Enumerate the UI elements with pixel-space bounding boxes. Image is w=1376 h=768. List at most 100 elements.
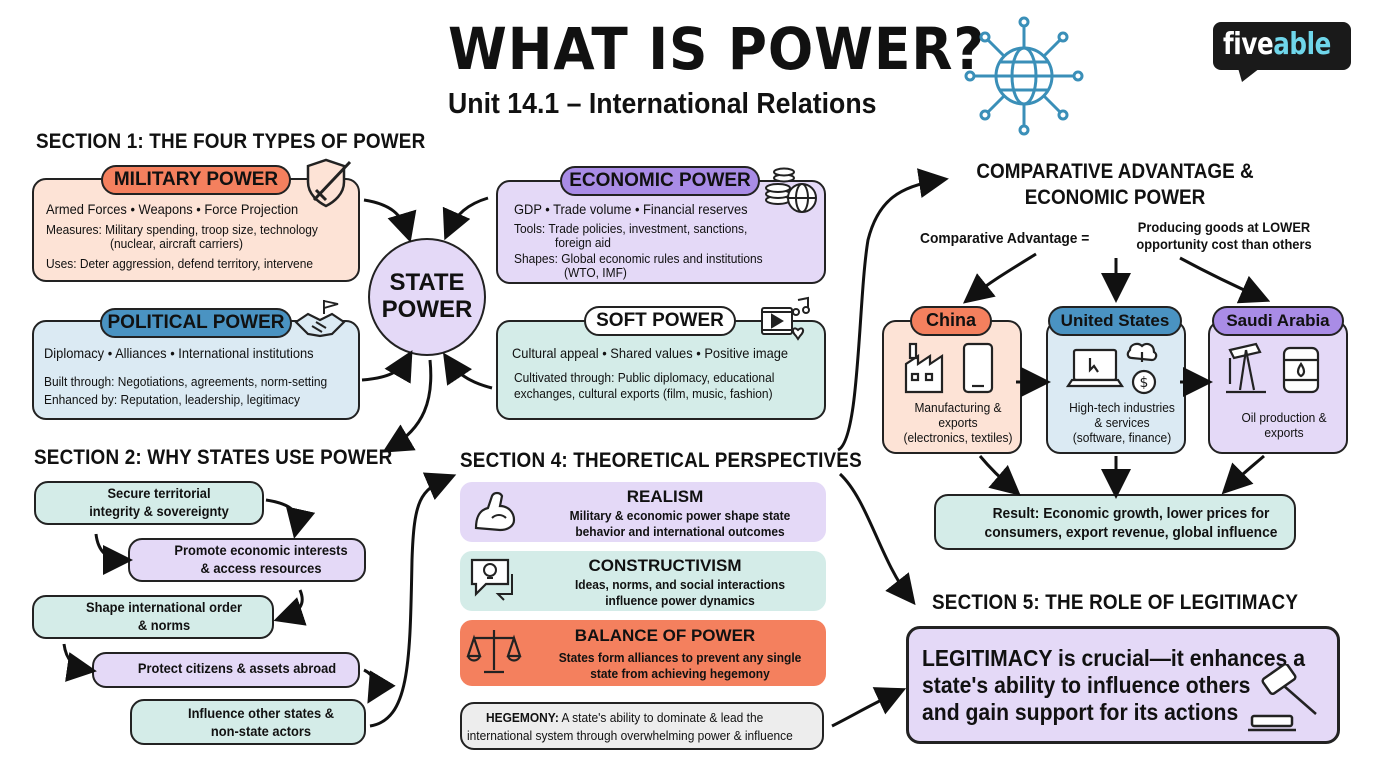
economic-shapes-a: Shapes: Global economic rules and instit… [514, 251, 763, 266]
comparative-def-b: opportunity cost than others [1136, 236, 1312, 252]
logo-text-five: five [1223, 27, 1274, 62]
logo-text-able: able [1273, 27, 1331, 62]
political-power-title: POLITICAL POWER [100, 308, 292, 338]
reason-item-4-a: Protect citizens & assets abroad [137, 660, 337, 676]
political-line1: Diplomacy • Alliances • International in… [44, 345, 314, 361]
economic-shapes-b: (WTO, IMF) [564, 265, 627, 280]
page-subtitle: Unit 14.1 – International Relations [448, 88, 877, 120]
soft-power-card [496, 320, 826, 420]
china-card [882, 320, 1022, 454]
fiveable-logo: fiveable [1213, 22, 1351, 70]
hegemony-label: HEGEMONY: [486, 710, 559, 725]
state-power-line2: POWER [381, 296, 473, 323]
result-a: Result: Economic growth, lower prices fo… [992, 505, 1270, 522]
film-music-heart-icon [761, 296, 810, 341]
reason-item-4 [92, 652, 360, 688]
realism-a: Military & economic power shape state [569, 508, 791, 523]
section4-title: SECTION 4: THEORETICAL PERSPECTIVES [460, 449, 862, 472]
balance-title: BALANCE OF POWER [574, 626, 756, 645]
reason-item-2 [128, 538, 366, 582]
state-power-circle [368, 238, 486, 356]
constructivism-card [460, 551, 826, 611]
handshake-flag-icon [294, 299, 346, 338]
china-title: China [910, 306, 992, 336]
network-globe-icon [964, 16, 1084, 136]
section2-title: SECTION 2: WHY STATES USE POWER [34, 446, 393, 469]
china-c: (electronics, textiles) [903, 430, 1013, 445]
china-a: Manufacturing & [914, 400, 1002, 415]
reason-item-3 [32, 595, 274, 639]
oil-pump-barrel-icon [1226, 342, 1320, 394]
saudi-arabia-card [1208, 320, 1348, 454]
reason-item-5-b: non-state actors [210, 723, 312, 739]
united-states-b: & services [1094, 415, 1150, 430]
constructivism-a: Ideas, norms, and social interactions [574, 577, 786, 592]
reason-item-1-a: Secure territorial [107, 485, 211, 501]
reason-item-5 [130, 699, 366, 745]
military-measures-b: (nuclear, aircraft carriers) [110, 236, 243, 251]
section1-title: SECTION 1: THE FOUR TYPES OF POWER [36, 130, 426, 153]
reason-item-5-a: Influence other states & [187, 705, 334, 721]
united-states-title: United States [1048, 306, 1182, 336]
military-line1: Armed Forces • Weapons • Force Projectio… [46, 201, 299, 217]
constructivism-b: influence power dynamics [605, 593, 755, 608]
reason-item-1-b: integrity & sovereignty [89, 503, 229, 519]
political-built: Built through: Negotiations, agreements,… [44, 374, 328, 389]
military-power-title: MILITARY POWER [101, 165, 291, 195]
comparative-def-a: Producing goods at LOWER [1137, 219, 1311, 235]
balance-b: state from achieving hegemony [590, 666, 770, 681]
logo-tail-icon [1238, 68, 1260, 82]
reason-item-3-b: & norms [137, 617, 191, 633]
reason-item-2-a: Promote economic interests [174, 542, 348, 558]
flexed-arm-icon [474, 491, 516, 532]
section3-title-b: ECONOMIC POWER [1024, 186, 1206, 209]
economic-tools-a: Tools: Trade policies, investment, sanct… [514, 221, 748, 236]
china-b: exports [938, 415, 978, 430]
saudi-arabia-title: Saudi Arabia [1212, 306, 1344, 336]
soft-line1: Cultural appeal • Shared values • Positi… [512, 345, 789, 361]
lightbulb-speech-icon [470, 558, 513, 601]
economic-tools-b: foreign aid [555, 235, 611, 250]
hegemony-a: A state's ability to dominate & lead the [558, 710, 764, 725]
hegemony-line1: HEGEMONY: A state's ability to dominate … [486, 710, 763, 725]
factory-phone-icon [904, 342, 994, 394]
hegemony-card [460, 702, 824, 750]
reason-item-1 [34, 481, 264, 525]
realism-card [460, 482, 826, 542]
saudi-arabia-a: Oil production & [1241, 410, 1327, 425]
constructivism-title: CONSTRUCTIVISM [588, 556, 742, 575]
legitimacy-a: LEGITIMACY is crucial—it enhances a [922, 645, 1305, 671]
hegemony-b: international system through overwhelmin… [467, 728, 793, 743]
saudi-arabia-b: exports [1264, 425, 1304, 440]
balance-of-power-card [460, 620, 826, 686]
united-states-a: High-tech industries [1069, 400, 1175, 415]
economic-power-title: ECONOMIC POWER [560, 166, 760, 196]
military-uses: Uses: Deter aggression, defend territory… [46, 256, 314, 271]
balance-a: States form alliances to prevent any sin… [558, 650, 802, 665]
laptop-cloud-dollar-icon: $ [1066, 342, 1158, 395]
section3-title-a: COMPARATIVE ADVANTAGE & [976, 160, 1254, 183]
united-states-c: (software, finance) [1072, 430, 1172, 445]
economic-line1: GDP • Trade volume • Financial reserves [514, 201, 748, 217]
realism-title: REALISM [626, 487, 704, 506]
coins-globe-icon [765, 167, 817, 213]
reason-item-3-a: Shape international order [85, 599, 243, 615]
gavel-icon [1248, 664, 1317, 732]
political-enhanced: Enhanced by: Reputation, leadership, leg… [44, 392, 300, 407]
soft-cult-b: exchanges, cultural exports (film, music… [514, 386, 773, 401]
legitimacy-c: and gain support for its actions [922, 699, 1239, 725]
shield-sword-icon [306, 158, 352, 208]
comparative-def-label: Comparative Advantage = [920, 230, 1090, 247]
soft-power-title: SOFT POWER [584, 306, 736, 336]
reason-item-2-b: & access resources [200, 560, 322, 576]
military-measures-a: Measures: Military spending, troop size,… [46, 222, 318, 237]
soft-cult-a: Cultivated through: Public diplomacy, ed… [514, 370, 775, 385]
scales-icon [466, 630, 522, 674]
legitimacy-b: state's ability to influence others [922, 672, 1251, 698]
state-power-line1: STATE [389, 269, 465, 296]
result-b: consumers, export revenue, global influe… [984, 524, 1278, 541]
realism-b: behavior and international outcomes [575, 524, 785, 539]
section5-title: SECTION 5: THE ROLE OF LEGITIMACY [932, 591, 1299, 614]
svg-text:$: $ [1140, 375, 1149, 391]
